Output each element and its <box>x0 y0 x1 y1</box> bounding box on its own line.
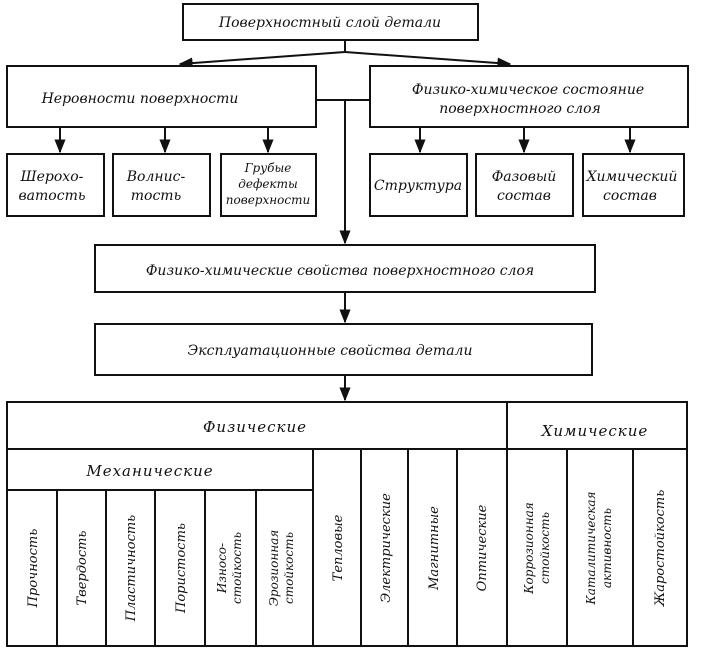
corrosion-resistance-label-1: Коррозионная <box>522 502 536 595</box>
defects-label-2: дефекты <box>238 177 298 191</box>
irregularities-node: Неровности поверхности <box>6 65 317 128</box>
corrosion-resistance-label-2: стойкость <box>538 512 552 584</box>
chemical-header: Химические <box>541 422 649 440</box>
structure-label: Структура <box>374 178 462 194</box>
physchem-props-node: Физико-химические свойства поверхностног… <box>94 244 596 293</box>
catalytic-activity-label-2: активность <box>600 508 614 588</box>
defects-label-1: Грубые <box>244 161 292 175</box>
roughness-node: Шерохо- ватость <box>6 153 105 217</box>
plasticity-label: Пластичность <box>124 515 139 623</box>
roughness-label-1: Шерохо- <box>20 169 84 185</box>
physical-header: Физические <box>203 418 307 436</box>
catalytic-activity-label-1: Каталитическая <box>584 491 598 605</box>
optical-label: Оптические <box>475 504 490 591</box>
wear-resistance-label-2: стойкость <box>230 532 244 604</box>
wear-resistance-label-1: Износо- <box>215 543 229 594</box>
roughness-label-2: ватость <box>19 188 86 204</box>
thermal-label: Тепловые <box>331 514 346 581</box>
erosion-resistance-label-1: Эрозионная <box>267 530 281 607</box>
defects-node: Грубые дефекты поверхности <box>220 153 317 217</box>
irregularities-label: Неровности поверхности <box>41 91 239 107</box>
strength-label: Прочность <box>26 529 41 609</box>
physchem-props-label: Физико-химические свойства поверхностног… <box>146 263 534 279</box>
waviness-label-2: тость <box>131 188 181 204</box>
physchem-state-label-1: Физико-химическое состояние <box>412 82 644 98</box>
top-node-label: Поверхностный слой детали <box>218 15 441 31</box>
top-node: Поверхностный слой детали <box>182 3 479 41</box>
physchem-state-label-2: поверхностного слоя <box>439 101 601 117</box>
connectors <box>54 40 636 402</box>
magnetic-label: Магнитные <box>427 506 442 591</box>
phase-label-1: Фазовый <box>492 169 557 185</box>
defects-label-3: поверхности <box>226 193 310 207</box>
waviness-label-1: Волнис- <box>126 169 186 185</box>
properties-table: Физические Химические Механические Прочн… <box>6 401 688 647</box>
phase-node: Фазовый состав <box>475 153 574 217</box>
erosion-resistance-label-2: стойкость <box>282 532 296 604</box>
waviness-node: Волнис- тость <box>112 153 211 217</box>
operational-label: Эксплуатационные свойства детали <box>188 343 473 359</box>
operational-node: Эксплуатационные свойства детали <box>94 323 593 376</box>
heat-resistance-label: Жаростойкость <box>653 490 668 608</box>
chem-comp-label-1: Химический <box>586 169 678 185</box>
chemical-composition-node: Химический состав <box>582 153 685 217</box>
phase-label-2: состав <box>497 188 551 204</box>
hardness-label: Твердость <box>75 530 90 605</box>
porosity-label: Пористость <box>174 523 189 614</box>
structure-node: Структура <box>369 153 468 217</box>
mechanical-header: Механические <box>85 462 213 480</box>
physchem-state-node: Физико-химическое состояние поверхностно… <box>369 65 689 128</box>
electrical-label: Электрические <box>379 493 394 603</box>
chem-comp-label-2: состав <box>603 188 657 204</box>
